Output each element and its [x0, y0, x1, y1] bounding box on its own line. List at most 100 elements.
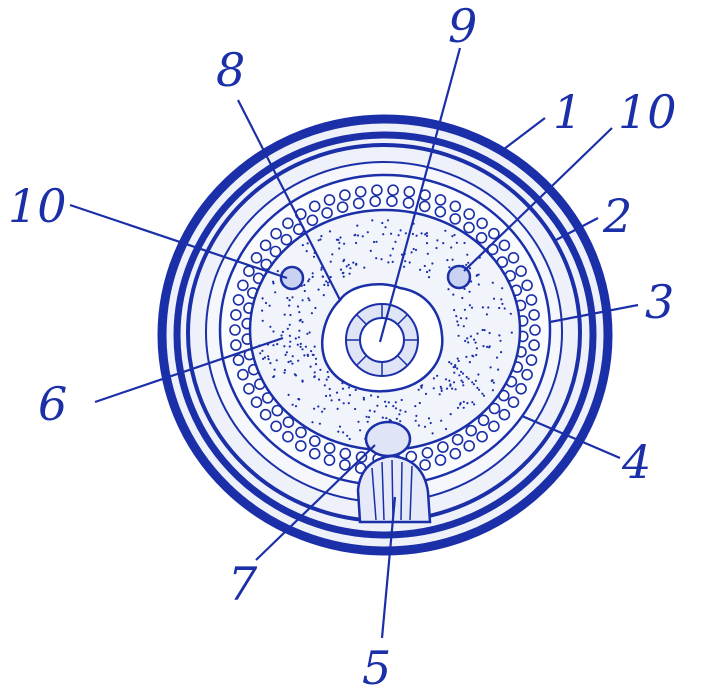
tissue-dot	[475, 354, 477, 356]
ring-cell	[516, 384, 526, 394]
tissue-dot	[510, 313, 512, 315]
tissue-dot	[301, 380, 303, 382]
tissue-dot	[370, 250, 372, 252]
tissue-dot	[387, 261, 389, 263]
tissue-dot	[318, 239, 320, 241]
tissue-dot	[312, 272, 314, 274]
tissue-dot	[310, 350, 312, 352]
tissue-dot	[327, 284, 329, 286]
tissue-dot	[376, 405, 378, 407]
tissue-dot	[300, 343, 302, 345]
tissue-dot	[486, 346, 488, 348]
tissue-dot	[307, 355, 309, 357]
tissue-dot	[314, 371, 316, 373]
tissue-dot	[497, 369, 499, 371]
tissue-dot	[272, 330, 274, 332]
ring-cell	[527, 295, 537, 305]
tissue-dot	[292, 355, 294, 357]
tissue-dot	[346, 435, 348, 437]
ring-cell	[499, 410, 509, 420]
tissue-dot	[269, 362, 271, 364]
tissue-dot	[301, 321, 303, 323]
ring-cell	[231, 310, 241, 320]
tissue-dot	[478, 389, 480, 391]
tissue-dot	[476, 387, 478, 389]
ring-cell	[271, 421, 281, 431]
tissue-dot	[356, 225, 358, 227]
tissue-dot	[285, 354, 287, 356]
tissue-dot	[303, 284, 305, 286]
tissue-dot	[435, 247, 437, 249]
tissue-dot	[313, 256, 315, 258]
tissue-dot	[440, 388, 442, 390]
tissue-dot	[396, 418, 398, 420]
tissue-dot	[304, 290, 306, 292]
tissue-dot	[496, 357, 498, 359]
tissue-dot	[460, 402, 462, 404]
tissue-dot	[283, 345, 285, 347]
tissue-dot	[456, 367, 458, 369]
tissue-dot	[261, 350, 263, 352]
tissue-dot	[448, 380, 450, 382]
tissue-dot	[455, 315, 457, 317]
tissue-dot	[409, 261, 411, 263]
tissue-dot	[478, 274, 480, 276]
tissue-dot	[489, 345, 491, 347]
ring-cell	[238, 370, 248, 380]
tissue-dot	[426, 271, 428, 273]
tissue-dot	[469, 304, 471, 306]
ring-cell	[310, 449, 320, 459]
tissue-dot	[439, 393, 441, 395]
ring-cell	[450, 201, 460, 211]
ring-cell	[404, 198, 414, 208]
tissue-dot	[286, 351, 288, 353]
ring-cell	[436, 455, 446, 465]
tissue-dot	[375, 257, 377, 259]
tissue-dot	[450, 363, 452, 365]
tissue-dot	[313, 408, 315, 410]
tissue-dot	[471, 381, 473, 383]
tissue-dot	[398, 234, 400, 236]
tissue-dot	[264, 356, 266, 358]
tissue-dot	[442, 242, 444, 244]
tissue-dot	[298, 398, 300, 400]
tissue-dot	[276, 343, 278, 345]
tissue-dot	[357, 234, 359, 236]
tissue-dot	[307, 280, 309, 282]
tissue-dot	[411, 251, 413, 253]
tissue-dot	[405, 232, 407, 234]
ring-cell	[338, 202, 348, 212]
tissue-dot	[404, 260, 406, 262]
tissue-dot	[331, 253, 333, 255]
ring-cell	[238, 280, 248, 290]
tissue-dot	[463, 401, 465, 403]
tissue-dot	[321, 411, 323, 413]
ring-cell	[252, 397, 262, 407]
tissue-dot	[310, 366, 312, 368]
tissue-dot	[466, 402, 468, 404]
tissue-dot	[323, 294, 325, 296]
tissue-dot	[395, 407, 397, 409]
ring-cell	[234, 295, 244, 305]
tissue-dot	[340, 269, 342, 271]
tissue-dot	[452, 259, 454, 261]
tissue-dot	[337, 431, 339, 433]
tissue-dot	[492, 389, 494, 391]
label-4: 4	[621, 435, 651, 489]
ring-cell	[499, 240, 509, 250]
ring-cell	[509, 397, 519, 407]
tissue-dot	[460, 380, 462, 382]
tissue-dot	[308, 299, 310, 301]
tissue-dot	[363, 398, 365, 400]
ring-cell	[450, 449, 460, 459]
tissue-dot	[455, 388, 457, 390]
tissue-dot	[457, 324, 459, 326]
tissue-dot	[511, 332, 513, 334]
label-8: 8	[216, 43, 245, 97]
tissue-dot	[289, 324, 291, 326]
tissue-dot	[355, 242, 357, 244]
tissue-dot	[318, 289, 320, 291]
tissue-dot	[471, 401, 473, 403]
tissue-dot	[464, 340, 466, 342]
ring-cell	[325, 455, 335, 465]
